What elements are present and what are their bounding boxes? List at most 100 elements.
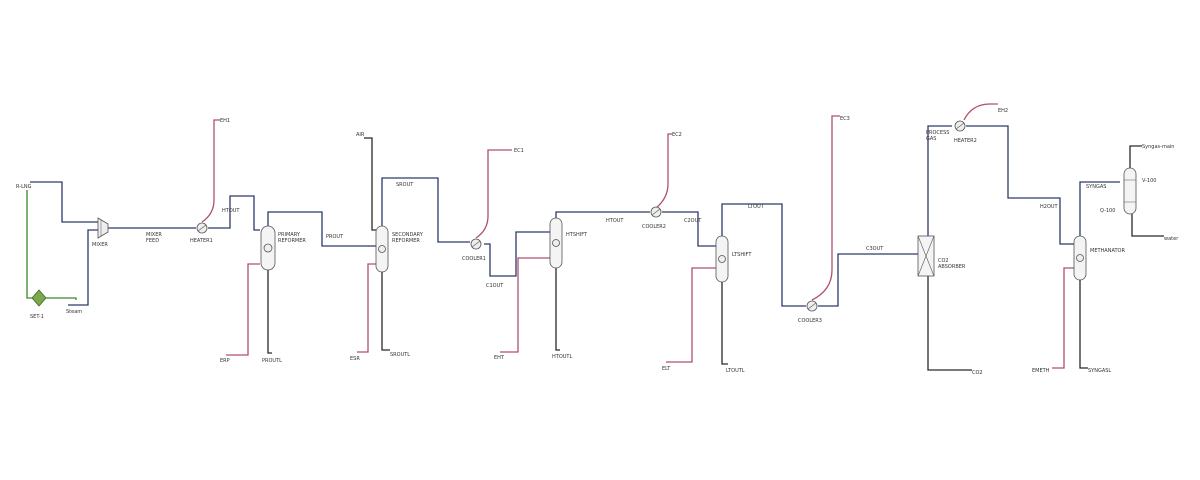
- label-eh2: EH2: [998, 108, 1008, 114]
- label-q100: Q-100: [1100, 208, 1115, 214]
- stream-line-process-gas[interactable]: [927, 125, 952, 236]
- label-set1: SET-1: [30, 314, 44, 320]
- label-eh1: EH1: [220, 118, 230, 124]
- stream-line-ltout[interactable]: [721, 203, 806, 307]
- cooler2-block[interactable]: [650, 206, 662, 218]
- label-co2-absorber-1: CO2: [938, 258, 949, 264]
- label-htshift: HTSHIFT: [566, 232, 588, 238]
- stream-line-proutl[interactable]: [267, 270, 272, 354]
- label-htout-feed: HTOUT: [222, 208, 240, 214]
- energy-line-eh2[interactable]: [963, 103, 998, 121]
- label-htoutl: HTOUTL: [552, 354, 572, 360]
- set1-block[interactable]: [31, 289, 47, 307]
- label-elt: ELT: [662, 366, 671, 372]
- stream-line-c2out[interactable]: [662, 211, 716, 247]
- label-co2-absorber-2: ABSORBER: [938, 264, 966, 270]
- energy-line-ec3[interactable]: [811, 115, 840, 301]
- label-htout: HTOUT: [606, 218, 624, 224]
- stream-line-syngas-main[interactable]: [1129, 145, 1142, 170]
- label-co2: CO2: [972, 370, 983, 376]
- label-process-gas-2: GAS: [926, 136, 936, 142]
- label-emeth: EMETH: [1032, 368, 1050, 374]
- label-syngasl: SYNGASL: [1088, 368, 1111, 374]
- stream-line-co2[interactable]: [927, 276, 972, 371]
- label-cooler3: COOLER3: [798, 318, 822, 324]
- control-line-set1[interactable]: [26, 190, 77, 300]
- htshift-block[interactable]: [549, 217, 563, 269]
- label-c2out: C2OUT: [684, 218, 702, 224]
- cooler1-block[interactable]: [470, 238, 482, 250]
- label-esr: ESR: [350, 356, 360, 362]
- secondary-reformer-block[interactable]: [375, 225, 389, 273]
- label-ltshift: LTSHIFT: [732, 252, 752, 258]
- energy-line-ec1[interactable]: [475, 149, 512, 239]
- stream-line-air[interactable]: [364, 137, 376, 231]
- ltshift-block[interactable]: [715, 235, 729, 283]
- label-water: water: [1164, 236, 1179, 242]
- label-heater1: HEATER1: [190, 238, 213, 244]
- energy-line-esr[interactable]: [357, 263, 376, 353]
- stream-line-syngas[interactable]: [1079, 181, 1120, 236]
- label-ec3: EC3: [840, 116, 850, 122]
- label-mixer-feed-2: FEED: [146, 238, 159, 244]
- stream-line-ng[interactable]: [30, 181, 98, 223]
- energy-line-elt[interactable]: [666, 267, 716, 363]
- label-mixer: MIXER: [92, 242, 108, 248]
- label-ltoutl: LTOUTL: [726, 368, 745, 374]
- energy-line-eh1[interactable]: [201, 119, 220, 223]
- label-steam: Steam: [66, 309, 82, 315]
- stream-line-ltoutl[interactable]: [721, 282, 728, 365]
- mixer-block[interactable]: [97, 217, 109, 239]
- label-cooler1: COOLER1: [462, 256, 486, 262]
- energy-line-ec2[interactable]: [655, 133, 672, 209]
- stream-line-c3out[interactable]: [818, 253, 918, 307]
- label-erp: ERP: [220, 358, 230, 364]
- stream-line-c1out[interactable]: [484, 231, 550, 277]
- cooler3-block[interactable]: [806, 300, 818, 312]
- label-eht: EHT: [494, 355, 505, 361]
- label-air: AIR: [356, 132, 365, 138]
- v100-block[interactable]: [1123, 167, 1137, 215]
- label-sroutl: SROUTL: [390, 352, 410, 358]
- label-ltout: LTOUT: [748, 204, 765, 210]
- stream-line-htout[interactable]: [555, 211, 650, 220]
- methanator-block[interactable]: [1073, 235, 1087, 281]
- stream-line-syngasl[interactable]: [1079, 278, 1088, 369]
- label-syngas-main: Syngas-main: [1142, 144, 1174, 150]
- label-ec1: EC1: [514, 148, 524, 154]
- label-c3out: C3OUT: [866, 246, 884, 252]
- label-ec2: EC2: [672, 132, 682, 138]
- stream-line-sroutl[interactable]: [381, 272, 390, 351]
- stream-line-h2out[interactable]: [966, 125, 1074, 245]
- label-srout: SROUT: [396, 182, 414, 188]
- stream-line-steam[interactable]: [68, 229, 98, 306]
- stream-line-heater1-out[interactable]: [208, 195, 260, 231]
- label-secondary-reformer-2: REFORMER: [392, 238, 420, 244]
- heater1-block[interactable]: [196, 222, 208, 234]
- label-v100: V-100: [1142, 178, 1156, 184]
- label-primary-reformer-1: PRIMARY: [278, 232, 301, 238]
- label-prout: PROUT: [326, 234, 344, 240]
- label-primary-reformer-2: REFORMER: [278, 238, 306, 244]
- label-heater2: HEATER2: [954, 138, 977, 144]
- label-mixer-feed-1: MIXER: [146, 232, 162, 238]
- label-proutl: PROUTL: [262, 358, 282, 364]
- energy-line-erp[interactable]: [226, 263, 260, 356]
- primary-reformer-block[interactable]: [260, 225, 276, 271]
- stream-line-htoutl[interactable]: [555, 268, 560, 351]
- co2-absorber-block[interactable]: [917, 235, 935, 277]
- heater2-block[interactable]: [954, 120, 966, 132]
- label-secondary-reformer-1: SECONDARY: [392, 232, 424, 238]
- label-cooler2: COOLER2: [642, 224, 666, 230]
- energy-line-eht[interactable]: [500, 257, 550, 353]
- label-syngas: SYNGAS: [1086, 184, 1106, 190]
- energy-line-emeth[interactable]: [1052, 267, 1074, 369]
- label-process-gas-1: PROCESS: [926, 130, 949, 136]
- label-methanator: METHANATOR: [1090, 248, 1125, 254]
- stream-line-prout[interactable]: [267, 211, 376, 247]
- label-h2out: H2OUT: [1040, 204, 1059, 210]
- stream-line-water[interactable]: [1131, 214, 1164, 237]
- stream-line-srout[interactable]: [381, 177, 470, 243]
- label-ng: R-LNG: [16, 184, 32, 190]
